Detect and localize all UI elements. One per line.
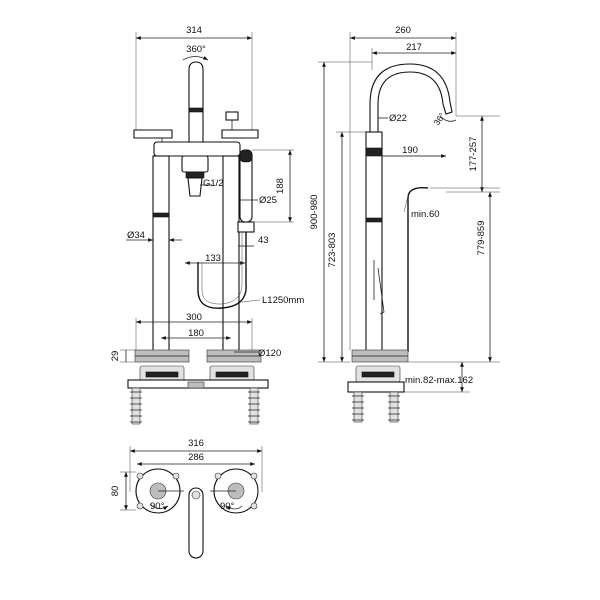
dim-314: 314 xyxy=(135,25,253,130)
label-thread: G1/2 xyxy=(203,178,224,189)
label-body-height: 723-803 xyxy=(327,233,338,268)
spout-top xyxy=(188,487,204,559)
dim-133: 133 xyxy=(185,253,245,265)
column-side xyxy=(365,131,385,353)
label-handle-height: 779-859 xyxy=(476,221,487,256)
label-rotation: 360° xyxy=(186,44,206,55)
label-hand-shower-dia: Ø25 xyxy=(259,195,277,206)
label-width-overall: 314 xyxy=(186,25,202,36)
shower-hose: L1250mm xyxy=(197,232,304,309)
mixer-body xyxy=(153,141,241,197)
base-plates xyxy=(134,349,262,363)
handle-right xyxy=(221,111,259,139)
label-top-width-outer: 316 xyxy=(188,438,204,449)
spout-side xyxy=(369,63,453,133)
leg-right xyxy=(222,155,240,353)
dim-d25: Ø25 xyxy=(240,195,277,206)
hand-shower xyxy=(237,149,255,233)
dim-316: 316 xyxy=(129,438,263,492)
label-spout-reach: 217 xyxy=(406,42,422,53)
dim-d34: Ø34 xyxy=(126,230,182,242)
dim-d120: Ø120 xyxy=(234,348,281,359)
dim-900-980: 900-980 xyxy=(309,61,372,363)
anchor-bolt-side-left xyxy=(352,391,364,423)
dim-286: 286 xyxy=(137,452,255,466)
label-spout-dia: Ø22 xyxy=(389,113,407,124)
label-min-gap: min.60 xyxy=(411,209,440,220)
label-angle-right: 90° xyxy=(220,501,235,512)
dim-190: 190 xyxy=(376,145,446,158)
dim-29: 29 xyxy=(110,349,135,363)
label-hand-shower-offset: 43 xyxy=(258,235,269,246)
label-total-height: 900-980 xyxy=(309,195,320,230)
top-view: 316 286 80 90° xyxy=(110,438,263,559)
handle-left xyxy=(133,129,173,146)
dim-177-257: 177-257 xyxy=(446,115,500,193)
handle-lever-side: min.60 xyxy=(403,187,440,352)
dim-angle: 36° xyxy=(431,111,457,127)
dim-300: 300 xyxy=(135,312,253,356)
mount-plate-right: 90° xyxy=(210,468,259,514)
dim-188: 188 xyxy=(252,149,294,223)
mount-plate-left: 90° xyxy=(135,468,184,514)
label-hose-length: L1250mm xyxy=(262,295,304,306)
label-base-height: 29 xyxy=(110,351,121,362)
label-spout-angle: 36° xyxy=(431,111,447,127)
label-top-depth: 80 xyxy=(110,486,121,497)
dim-217: 217 xyxy=(371,42,456,70)
dim-80: 80 xyxy=(110,471,136,511)
label-spout-outlet-height: 177-257 xyxy=(468,137,479,172)
anchor-bolt-side-right xyxy=(388,391,400,423)
anchor-bolt-left xyxy=(130,387,142,425)
side-view: 260 217 Ø22 36° 190 xyxy=(309,25,500,423)
dim-260: 260 xyxy=(349,25,457,350)
rotation-arrow: 360° xyxy=(182,44,209,61)
dim-723-803: 723-803 xyxy=(327,131,366,362)
spout-front xyxy=(188,61,204,143)
base-plate-side xyxy=(351,349,500,363)
label-hose-spacing: 133 xyxy=(205,253,221,264)
label-depth-overall: 260 xyxy=(395,25,411,36)
label-floor-range: min.82-max.162 xyxy=(405,375,473,386)
dim-180: 180 xyxy=(161,328,231,340)
label-spout-offset: 190 xyxy=(402,145,418,156)
dim-779-859: 779-859 xyxy=(430,187,500,362)
front-view: 314 360° xyxy=(110,25,304,425)
thread-callout: G1/2 xyxy=(200,178,224,189)
leg-left xyxy=(152,155,170,353)
label-leg-dia: Ø34 xyxy=(127,230,145,241)
floor-installation-side xyxy=(347,365,405,423)
dim-43: 43 xyxy=(238,235,269,247)
label-top-width-inner: 286 xyxy=(188,452,204,463)
floor-installation xyxy=(127,365,269,425)
label-base-outer: 300 xyxy=(186,312,202,323)
anchor-bolt-right xyxy=(248,387,260,425)
label-angle-left: 90° xyxy=(150,501,165,512)
dim-d22: Ø22 xyxy=(378,113,407,124)
label-base-dia: Ø120 xyxy=(258,348,281,359)
dim-floor-range: min.82-max.162 xyxy=(400,362,473,393)
label-hand-shower-height: 188 xyxy=(275,178,286,194)
label-base-inner: 180 xyxy=(188,328,204,339)
